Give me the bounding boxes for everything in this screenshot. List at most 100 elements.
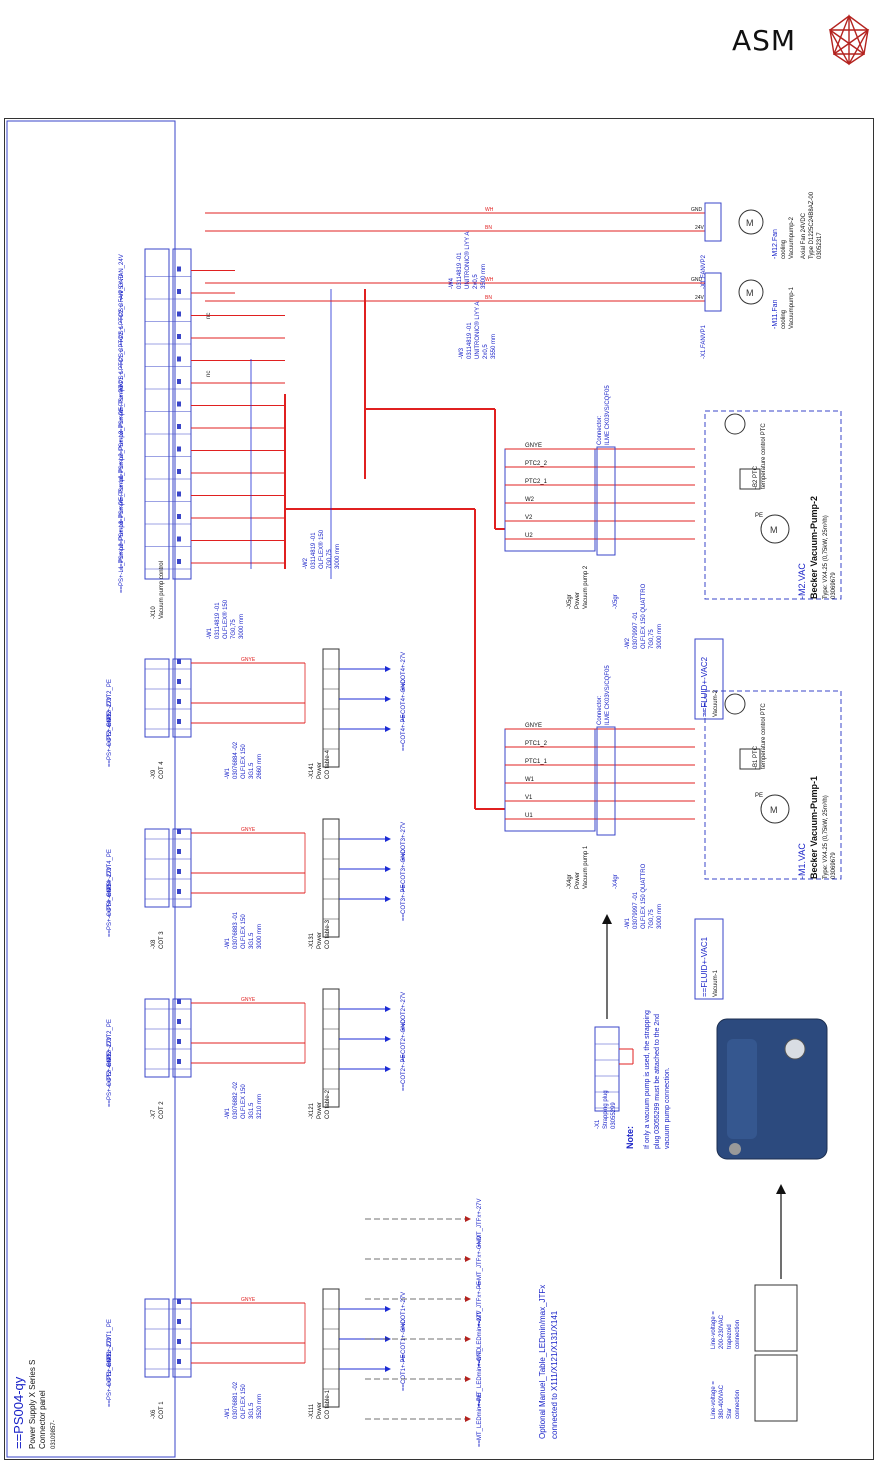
terminal-block-3-out-3: ==COT3+-27V [401,822,407,861]
terminal-block-1-cable-size: 3G1.5 [249,1402,255,1419]
terminal-pin [177,424,181,429]
pump-2-pin-6: GNYE [525,443,542,449]
terminal-block-1-tag: -X6 [151,1409,157,1419]
sheet-doc-number: 03109857- [51,1420,57,1449]
vacuum-cable-1-type: OLFLEX® 150 [222,599,229,639]
terminal-pin [177,699,181,704]
wiring-diagram-2-box [754,1284,798,1352]
vacuum-signal-12: ==PS+-PTC2_2 [119,302,125,345]
fan-2-cable-part: 03114819 -01 [457,252,463,289]
fan-1-desc: cooling [781,310,787,329]
arrow-icon [385,836,391,842]
vacuum-signal-5: ==PS+-L1_Pump2 [119,453,125,503]
pump-1-motor-box [704,690,842,880]
vacuum-cable-1-part: 03114819 -01 [215,602,221,639]
terminal-block-3-gnye: GNYE [241,827,256,833]
vacuum-signal-3: ==PS+-L3_Pump1 [119,498,125,548]
terminal-block-2-signal-1: ==PS+-COT2_GND [107,1053,113,1107]
vacuum-control-plug [172,248,192,580]
arrow-icon [385,1036,391,1042]
wiring-diagram-2-title-2: 200-230VAC [719,1314,725,1349]
terminal-pin [177,266,181,272]
terminal-block-4-name: COT 4 [159,761,165,779]
nc-label-2: nc [206,313,212,319]
terminal-block-2 [144,998,170,1078]
vacuum-signal-9: ==PS+-PTC1_1 [119,370,125,413]
pump-2-pin-5: PTC2_2 [525,461,548,467]
fan-1-gnd: GND [691,277,703,283]
fan-1-sub: Vacuumpump-1 [789,286,795,329]
terminal-block-1-out-2: ==COT1+-GND [401,1318,407,1361]
pump-gauge-icon [784,1038,806,1060]
vacuum-signal-2: ==PS+-L2_Pump1 [119,520,125,570]
terminal-block-1-signal-1: ==PS+-COT1_GND [107,1353,113,1407]
terminal-block-1-cable-length: 3520 mm [257,1394,263,1419]
pump-2-cable-box [504,448,596,552]
terminal-block-4-plug [172,658,192,738]
fan-2-fan-m: M [746,218,754,228]
vacuum-signal-14: ==PS+-FAN_24V [119,254,125,300]
terminal-pin [177,289,181,294]
vacuum-cable-2-size: 7G0,75 [327,549,333,569]
terminal-pin [177,379,181,384]
terminal-block-3-out-2: ==COT3+-GND [401,848,407,891]
brand-name: ASM [732,24,797,57]
vacuum-pump-photo [716,1018,828,1160]
terminal-block-4-dest-sub: CO table-4 [325,749,331,779]
pump-2-ptc-tag: -B2 PTC [753,465,759,489]
terminal-pin [177,889,181,894]
wiring-diagram-1-title-3: Star [727,1408,733,1419]
pump-2-tag: -X5gr [567,594,573,609]
pump-1-pin-4: PTC1_1 [525,759,548,765]
terminal-pin [177,356,181,362]
pump-2-ptc-desc: temperature control PTC [761,423,767,489]
pump-2-plug [596,446,616,556]
terminal-block-3-cable-size: 3G1.5 [249,932,255,949]
terminal-block-4-out-3: ==COT4+-27V [401,652,407,691]
arrow-icon [465,1216,471,1222]
optional-out-1: ==MT_LEDmin+-PE [477,1393,483,1447]
terminal-pin [177,559,181,564]
terminal-pin [177,1039,181,1044]
arrow-icon [385,866,391,872]
pump-1-ptc-desc: temperature control PTC [761,703,767,769]
terminal-pin [177,869,181,874]
terminal-block-1-cable: -W1 [225,1407,231,1419]
wiring-diagram-1-title-2: 380-400VAC [719,1384,725,1419]
terminal-block-4-cable-size: 3G1.5 [249,762,255,779]
terminal-pin [177,311,181,317]
terminal-block-1-signal-2: ==PS+-COT1_27V [107,1336,113,1387]
terminal-pin [177,1319,181,1324]
fan-1-wh: WH [485,277,494,283]
terminal-block-3-tag: -X8 [151,939,157,949]
note-heading: Note: [625,1126,635,1149]
optional-out-6: ==MT_JTFx+-27V [477,1198,483,1247]
pump-2-fluid-sub: Vacuum-2 [713,689,719,717]
pump-2-pin-1: U2 [525,533,533,539]
fan-1-plug-tag: -X1.FANVP1 [701,324,707,359]
vacuum-cable-1: -W1 [207,627,213,639]
pump-2-pin-3: W2 [525,497,535,503]
fan-1-cable-length: 3550 mm [491,334,497,359]
terminal-block-2-signal-2: ==PS+-COT2_27V [107,1036,113,1087]
fan-1-plug [704,272,722,312]
terminal-pin [177,1339,181,1344]
vacuum-signal-10: ==PS+-PTC1_2 [119,347,125,390]
terminal-block-4-cable-type: OLFLEX 150 [241,744,247,779]
fan-2-cable-length: 3500 mm [481,264,487,289]
pump-1-cable: -W1 [625,917,631,929]
pump-2-cable: -W2 [625,637,631,649]
pump-1-cable-size: 7G0,75 [649,909,655,929]
terminal-pin [177,829,181,834]
terminal-block-3-cable-part: 03076883 -01 [233,911,239,949]
vacuum-cable-2-type: OLFLEX® 150 [318,529,325,569]
pump-1-motor-m: M [770,805,778,815]
terminal-block-3-signal-3: ==PS+-COT4_PE [107,849,113,897]
pump-1-cable-part: 03079997 -01 [633,891,639,929]
terminal-block-3-signal-2: ==PS+-COT4_27V [107,866,113,917]
arrow-icon [385,1066,391,1072]
fan-2-bn: BN [485,225,492,231]
sheet-subtitle-1: Power Supply X Series S [28,1360,37,1449]
terminal-block-3-dest-sub: CO table-3 [325,919,331,949]
